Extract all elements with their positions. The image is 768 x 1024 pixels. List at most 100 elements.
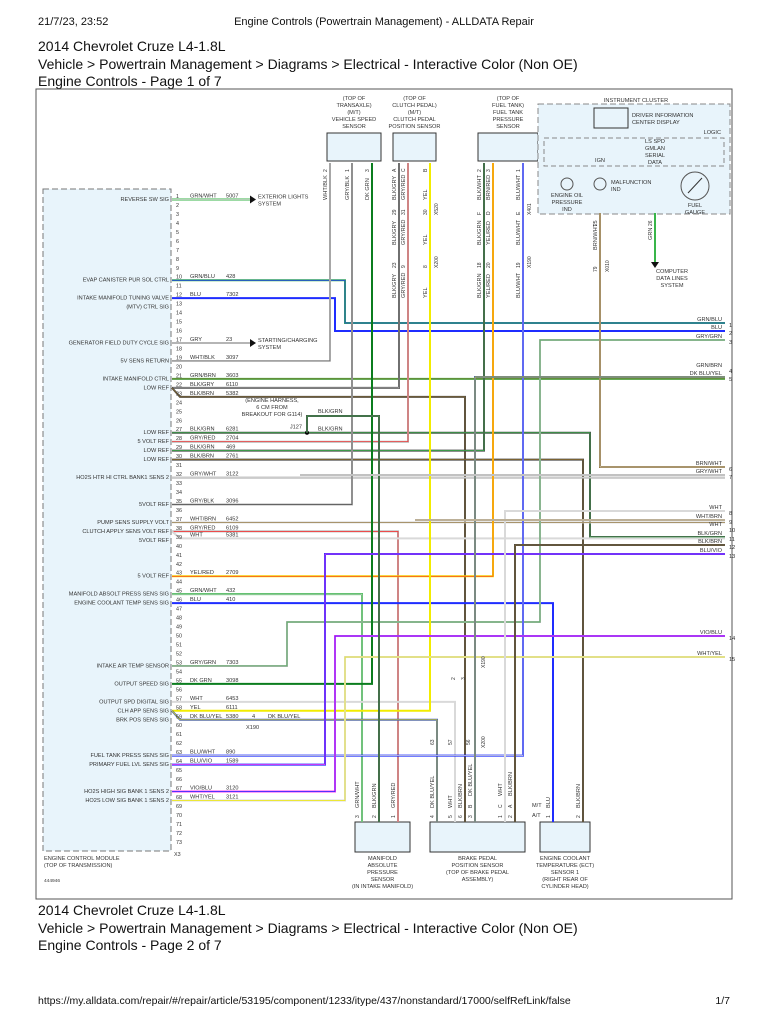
- wire-color-label: VIO/BLU: [190, 786, 212, 792]
- ecm-pin-number: 7: [176, 248, 179, 254]
- wire-color-label: YEL: [190, 705, 201, 711]
- ecm-pin-label: INTAKE AIR TEMP SENSOR: [97, 663, 169, 669]
- wire-color-label: BLU: [190, 597, 201, 603]
- brake-blkbrn-wire-stripe: [514, 544, 725, 822]
- harness-pin-number: 10: [729, 528, 735, 534]
- ecm-pin-number: 57: [176, 696, 182, 702]
- ecm-wire-53-stripe: [172, 339, 725, 667]
- wire-circuit-label: 890: [226, 750, 235, 756]
- top-component-name: (TOP OF: [497, 96, 520, 102]
- ecm-pin-number: 13: [176, 302, 182, 308]
- ecm-box: [42, 188, 172, 852]
- wire-circuit-label: 7303: [226, 660, 238, 666]
- component-pin-letter: C: [498, 804, 504, 808]
- malfunction-indicator-icon: [593, 177, 607, 191]
- breadcrumb[interactable]: Vehicle > Powertrain Management > Diagra…: [38, 56, 578, 72]
- harness-wire-label: WHT: [709, 505, 722, 511]
- ecm-pin-number: 10: [176, 275, 182, 281]
- ecm-pin-number: 16: [176, 329, 182, 335]
- component-wire-label: GRY/RED: [401, 273, 407, 298]
- ecm-pin-label: 5 VOLT REF: [138, 439, 170, 445]
- wire-circuit-label: 2709: [226, 570, 238, 576]
- breadcrumb-page2[interactable]: Vehicle > Powertrain Management > Diagra…: [38, 920, 578, 936]
- harness-pin-number: 7: [729, 475, 732, 481]
- harness-wire-label: VIO/BLU: [700, 630, 722, 636]
- ecm-pin-number: 38: [176, 526, 182, 532]
- wire-color-label: DK GRN: [190, 678, 212, 684]
- component-wire-label: YEL: [423, 287, 429, 298]
- ecm-pin-number: 45: [176, 589, 182, 595]
- ecm-pin-number: 64: [176, 759, 182, 765]
- component-wire-label: YEL/RED: [486, 274, 492, 298]
- harness-wire-label: WHT: [709, 522, 722, 528]
- mil-label: IND: [611, 187, 621, 193]
- ecm-wire-29-stripe: [172, 163, 485, 452]
- inline-connector-pin: F: [477, 212, 483, 215]
- harness-pin-number: 2: [729, 331, 732, 337]
- wire-destination: EXTERIOR LIGHTS: [258, 195, 309, 201]
- ecm-pin-number: 27: [176, 427, 182, 433]
- harness-wire-label: BLK/BRN: [698, 539, 722, 545]
- component-pin: A: [392, 168, 398, 172]
- ecm-pin-number: 19: [176, 355, 182, 361]
- brake-wht-wire: [504, 510, 725, 822]
- ecm-pin-number: 65: [176, 768, 182, 774]
- bottom-component-name: MANIFOLD: [368, 856, 397, 862]
- wire-color-label: GRN/WHT: [190, 588, 217, 594]
- wire-color-label: GRY/RED: [190, 436, 215, 442]
- wire-color-label: GRY: [190, 337, 202, 343]
- component-pin: 26: [648, 220, 654, 226]
- oil-indicator-label: PRESSURE: [552, 200, 583, 206]
- wire-circuit-label: 2704: [226, 436, 238, 442]
- brake-blkbrn-wire: [514, 544, 725, 822]
- ecm-pin-number: 49: [176, 625, 182, 631]
- page-title-page2: Engine Controls - Page 2 of 7: [38, 937, 222, 953]
- component-wire-label: BLK/GRN: [372, 783, 378, 808]
- inline-connector-id: X010: [605, 260, 611, 272]
- bottom-component-name: TEMPERATURE (ECT): [536, 863, 594, 869]
- wire-color-label: BLU/WHT: [190, 750, 216, 756]
- ecm-pin-number: 21: [176, 373, 182, 379]
- inline-connector-pin: 29: [392, 209, 398, 215]
- wire-color-label: WHT: [190, 696, 203, 702]
- ecm-pin-number: 4: [176, 221, 179, 227]
- inline-connector-id: X200: [481, 736, 487, 748]
- ecm-pin-number: 44: [176, 580, 182, 586]
- ecm-wire-57: [172, 700, 456, 822]
- inline-connector-pin: 18: [477, 262, 483, 268]
- harness-wire-label: BLU: [711, 325, 722, 331]
- inline-connector-id: X190: [527, 256, 533, 268]
- wire-color-label: GRN/BRN: [190, 373, 216, 379]
- splice-note: (ENGINE HARNESS,: [245, 398, 299, 404]
- bottom-component-name: ASSEMBLY): [462, 877, 494, 883]
- top-component-name: (M/T): [347, 110, 360, 116]
- arrow-icon: [250, 195, 256, 204]
- top-component-name: CLUTCH PEDAL: [393, 117, 436, 123]
- ecm-pin-label: LOW REF: [144, 430, 170, 436]
- bottom-component-name: (RIGHT REAR OF: [542, 877, 588, 883]
- wire-circuit-label: 6453: [226, 696, 238, 702]
- harness-pin-number: 13: [729, 554, 735, 560]
- ecm-pin-number: 18: [176, 346, 182, 352]
- top-component-name: PRESSURE: [493, 117, 524, 123]
- component-pin: 1: [391, 815, 397, 818]
- component-pin: 1: [498, 815, 504, 818]
- wire-color-label: BLK/GRN: [318, 427, 343, 433]
- ecm-pin-number: 50: [176, 634, 182, 640]
- wire-color-label: WHT: [190, 532, 203, 538]
- component-wire-label: BRN/RED: [486, 175, 492, 200]
- component-wire-label: GRY/RED: [401, 175, 407, 200]
- ecm-pin-number: 66: [176, 777, 182, 783]
- ecm-pin-number: 23: [176, 391, 182, 397]
- ecm-pin-number: 60: [176, 723, 182, 729]
- component-wire-label: DK BLU/YEL: [468, 764, 474, 796]
- ecm-pin-number: 71: [176, 822, 182, 828]
- ecm-wire-27-stripe: [172, 432, 725, 538]
- wire-destination: SYSTEM: [258, 202, 281, 208]
- wire-color-label: DK BLU/YEL: [190, 714, 222, 720]
- top-component-box: [392, 132, 437, 162]
- ecm-pin-label: MANIFOLD ABSOLT PRESS SENS SIG: [69, 592, 169, 598]
- wire-circuit-label: 5381: [226, 532, 238, 538]
- wire-color-label: GRY/WHT: [190, 472, 217, 478]
- footer-url[interactable]: https://my.alldata.com/repair/#/repair/a…: [38, 995, 571, 1007]
